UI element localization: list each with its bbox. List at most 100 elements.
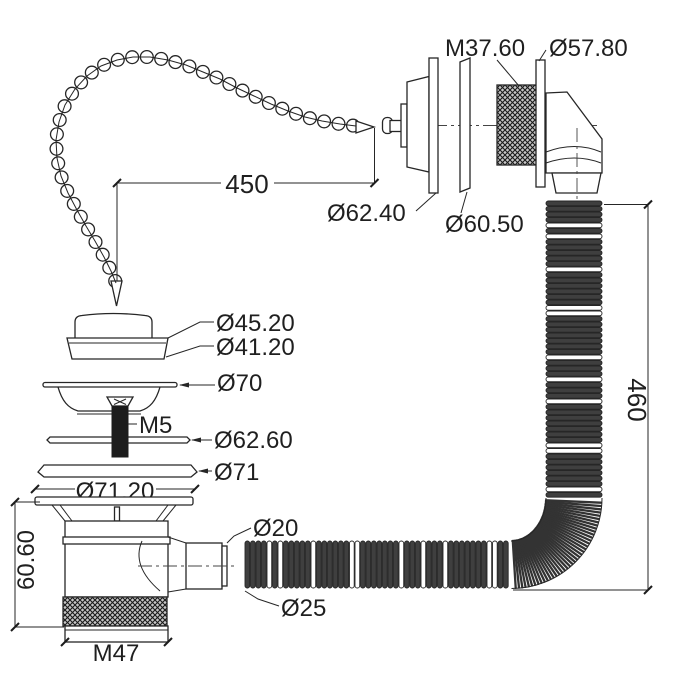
leader-o71-arrow	[198, 468, 208, 474]
hose-bend-ridge	[543, 509, 598, 527]
funnel-wall	[162, 504, 177, 522]
hose-ridge	[387, 540, 394, 589]
hose-bend-ridge	[525, 535, 552, 580]
hose-ridge	[497, 540, 504, 589]
hose-ridge	[545, 272, 603, 278]
hose-ridge	[545, 360, 603, 366]
funnel-wall	[59, 504, 73, 522]
hose-bend-ridge	[530, 531, 566, 572]
hose-ridge	[453, 540, 460, 589]
hose-ridge	[545, 442, 603, 449]
hose-ridge	[415, 540, 421, 589]
hose-ridge	[420, 540, 427, 589]
chain-end-cone-right	[355, 120, 377, 134]
hose-ridge	[545, 217, 603, 223]
hose-bend-ridge	[543, 506, 600, 521]
overflow-elbow	[545, 91, 603, 204]
hose-ridge	[545, 470, 603, 476]
label-m5: M5	[139, 412, 172, 439]
funnel-pin	[113, 506, 121, 522]
pull-chain	[49, 49, 377, 307]
hose-bend-ridge	[534, 527, 576, 563]
hose-ridge	[459, 540, 465, 589]
hose-bend-ridge	[544, 500, 602, 508]
hose-ridge	[503, 540, 509, 589]
hose-bend-ridge	[528, 533, 561, 576]
label-o60-50: Ø60.50	[445, 211, 524, 238]
hose-bend-ridge	[512, 539, 521, 589]
dim-450-label: 450	[225, 169, 268, 199]
body-shell	[64, 520, 169, 598]
dim-tick	[190, 484, 200, 494]
hose-ridge	[545, 453, 603, 460]
hose-ridge	[545, 332, 603, 339]
hose-bend-inner-edge	[510, 497, 547, 542]
leader-o45-20	[167, 321, 214, 339]
leader-o62-60-arrow	[191, 437, 201, 443]
hose-ridge	[545, 277, 603, 284]
hose-bend-ridge	[516, 539, 530, 588]
leader-o60-50	[460, 191, 468, 214]
hose-ridge	[545, 404, 603, 410]
callouts: M37.60 Ø57.80 Ø62.40 Ø60.50 Ø45.20 Ø41.2…	[128, 35, 628, 622]
hose-bend-ridge	[544, 503, 601, 514]
grate	[42, 381, 178, 415]
leader-o41-20	[165, 345, 214, 358]
hose-ridge	[545, 475, 603, 482]
dim-tick	[112, 178, 122, 188]
hose-ridge	[545, 321, 603, 328]
hose-ridge	[545, 448, 603, 454]
hose-ridge	[545, 211, 603, 218]
cap-backplate	[428, 57, 439, 194]
waste-body	[34, 496, 235, 643]
hose-ridge	[299, 540, 306, 589]
hose-ridge	[470, 540, 476, 589]
label-o57-80: Ø57.80	[549, 35, 628, 62]
hose-ridge	[545, 310, 603, 317]
body-collar	[62, 536, 171, 545]
label-o70: Ø70	[217, 370, 262, 397]
dim-tick	[30, 484, 40, 494]
hose-ridge	[255, 540, 262, 589]
hose-bend-ridge	[519, 538, 537, 586]
leader-o25	[244, 590, 280, 607]
grate-rim	[42, 381, 178, 388]
hose-ridge	[486, 540, 493, 589]
hose-ridge	[266, 540, 273, 589]
label-o71: Ø71	[214, 459, 259, 486]
hose-ridge	[448, 540, 454, 589]
hose-ridge	[545, 327, 603, 333]
dim-60-60-label: 60.60	[13, 530, 40, 590]
hose-bend-ridge	[521, 537, 543, 584]
hose-ridge	[244, 540, 251, 589]
plug-dome	[74, 312, 153, 338]
elbow-seam	[545, 157, 602, 164]
hose-bend-ridge	[531, 530, 569, 570]
hose-ridge	[545, 255, 603, 262]
hose-ridge	[545, 464, 603, 471]
label-o62-60: Ø62.60	[214, 427, 293, 454]
screw-shaft-front	[111, 433, 129, 458]
hose-ridge	[545, 294, 603, 300]
hose-bend-ridge	[543, 508, 599, 524]
hose-ridge	[272, 540, 278, 589]
funnel-wall	[155, 504, 169, 522]
outlet-wall	[167, 588, 187, 593]
elbow-seam	[545, 146, 602, 153]
flexible-hose	[244, 200, 603, 590]
hose-ridge	[360, 540, 366, 589]
hose-ridge	[545, 415, 603, 421]
hose-ridge	[545, 481, 603, 487]
hose-ridge	[398, 540, 405, 589]
hose-ridge	[442, 540, 449, 589]
hose-ridge	[545, 371, 603, 377]
hose-ridge	[545, 244, 603, 251]
hose-bend-ridge	[524, 536, 549, 582]
hose-ridge	[321, 540, 328, 589]
chain-beads	[49, 49, 361, 289]
hose-ridge	[545, 206, 603, 212]
hose-bend	[511, 499, 603, 590]
leader-m37-60	[496, 59, 520, 87]
flange-71-body	[37, 464, 198, 478]
hose-ridge	[545, 239, 603, 245]
